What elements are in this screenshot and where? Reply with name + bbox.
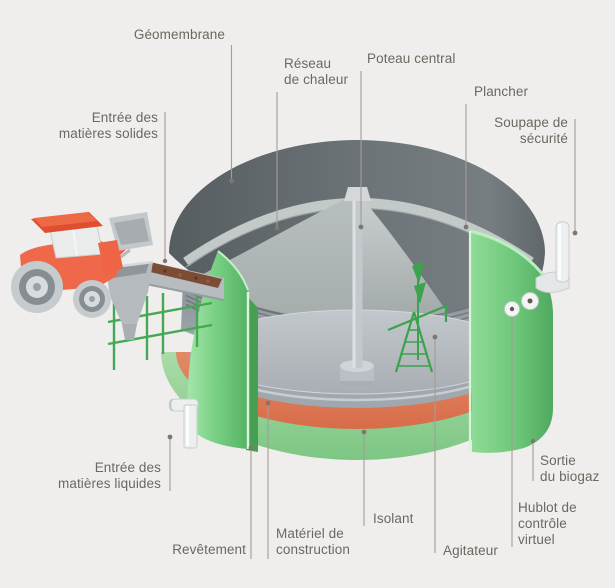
label-sortie-line2: du biogaz <box>540 469 600 484</box>
label-entree-matieres-liquides: Entrée des matières liquides <box>28 460 161 492</box>
virtual-control-porthole <box>504 292 539 317</box>
label-liquides-line2: matières liquides <box>58 476 161 491</box>
liquid-inlet-pipe <box>169 398 199 449</box>
label-soupape-line2: sécurité <box>519 131 568 146</box>
label-soupape-line1: Soupape de <box>494 115 568 130</box>
label-entree-matieres-solides: Entrée des matières solides <box>28 110 158 142</box>
label-hublot-line3: virtuel <box>518 532 555 547</box>
label-solides-line1: Entrée des <box>91 110 158 125</box>
label-poteau-central: Poteau central <box>367 51 456 66</box>
solid-feeder <box>105 260 225 370</box>
label-materiel-de-construction: Matériel de construction <box>276 526 376 558</box>
central-pole <box>340 187 374 387</box>
tractor-roof <box>31 212 103 233</box>
label-hublot-line1: Hublot de <box>518 500 577 515</box>
label-sortie-line1: Sortie <box>540 453 576 468</box>
tractor-rear-wheel <box>11 261 63 313</box>
agitator <box>387 262 448 373</box>
leader-lines <box>164 45 576 559</box>
feeder-conveyor <box>145 262 225 301</box>
label-plancher: Plancher <box>474 84 529 99</box>
tractor-hood <box>98 240 123 277</box>
label-revetement: Revêtement <box>172 542 246 557</box>
label-reseau-line2: de chaleur <box>284 72 349 87</box>
label-materiel-line2: construction <box>276 542 350 557</box>
digester-tank <box>161 140 570 460</box>
label-sortie-du-biogaz: Sortie du biogaz <box>540 453 612 485</box>
leader-dots <box>162 178 578 451</box>
safety-valve-pipe <box>535 221 570 293</box>
left-outer-wall <box>187 250 250 449</box>
label-liquides-line1: Entrée des <box>94 460 161 475</box>
label-soupape-de-securite: Soupape de sécurité <box>478 115 568 147</box>
tractor-front-wheel <box>73 280 111 318</box>
tractor-cab-pillar <box>72 227 78 257</box>
label-hublot-line2: contrôle <box>518 516 567 531</box>
label-agitateur: Agitateur <box>443 543 498 558</box>
label-reseau-line1: Réseau <box>284 56 332 71</box>
label-solides-line2: matières solides <box>58 126 158 141</box>
tractor <box>11 212 153 318</box>
label-isolant: Isolant <box>373 511 414 526</box>
label-reseau-de-chaleur: Réseau de chaleur <box>284 56 374 88</box>
feeder-hopper <box>105 260 154 340</box>
label-materiel-line1: Matériel de <box>276 526 344 541</box>
label-geomembrane: Géomembrane <box>133 27 225 42</box>
label-hublot-de-controle-virtuel: Hublot de contrôle virtuel <box>518 500 598 548</box>
